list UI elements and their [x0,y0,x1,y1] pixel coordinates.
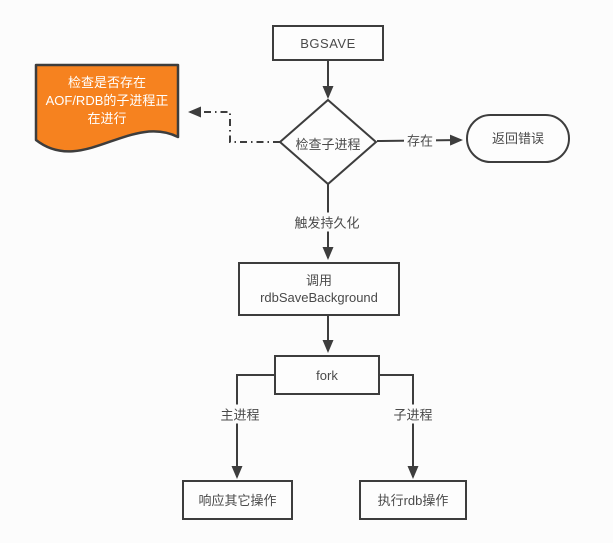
call-rdbsave-line2: rdbSaveBackground [260,290,378,305]
fork-label: fork [316,367,338,383]
respond-other-ops-label: 响应其它操作 [198,492,277,508]
edge-check-to-note [188,106,280,143]
note-text-line3: 在进行 [87,111,127,126]
bgsave-label: BGSAVE [300,35,356,51]
note-text-line1: 检查是否存在 [67,75,146,90]
check-child-process-label: 检查子进程 [295,137,361,152]
check-child-process-diamond [278,98,378,186]
edge-fork-to-exec [380,374,419,479]
edge-label-exists: 存在 [403,130,437,150]
note-text: 检查是否存在 AOF/RDB的子进程正 在进行 [40,74,174,128]
fork-node: fork [274,355,380,395]
exec-rdb-label: 执行rdb操作 [377,492,449,508]
edge-label-main-process: 主进程 [217,404,263,424]
edge-label-trigger-persistence: 触发持久化 [291,212,363,232]
call-rdbsave-node: 调用 rdbSaveBackground [238,262,400,316]
return-error-label: 返回错误 [491,131,544,146]
note-document-shape [34,63,180,153]
respond-other-ops-node: 响应其它操作 [182,480,293,520]
exec-rdb-node: 执行rdb操作 [359,480,467,520]
edge-fork-to-respond [231,374,274,479]
edge-label-child-process: 子进程 [390,404,436,424]
call-rdbsave-line1: 调用 [305,273,332,288]
note-text-line2: AOF/RDB的子进程正 [45,93,169,108]
return-error-node: 返回错误 [466,114,570,163]
bgsave-node: BGSAVE [272,25,384,61]
